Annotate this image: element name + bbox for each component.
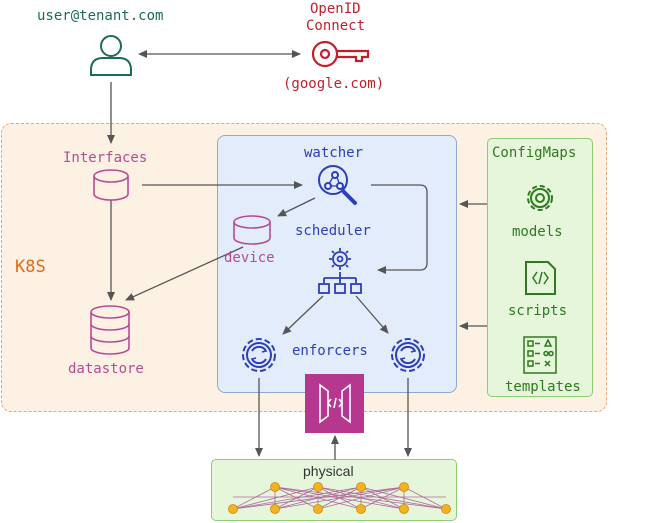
scripts-file-icon (525, 261, 556, 295)
configmaps-title: ConfigMaps (492, 145, 577, 161)
oidc-label-line1: OpenID (310, 1, 361, 17)
scheduler-enforcer-left-arrow (282, 295, 324, 335)
scripts-label: scripts (508, 303, 568, 319)
device-database-icon (233, 215, 271, 245)
scheduler-enforcer-right-arrow (355, 295, 389, 334)
physical-nodes (228, 482, 451, 514)
oidc-label-line2: Connect (306, 18, 366, 34)
leaf-node (228, 504, 238, 514)
leaf-node (441, 504, 451, 514)
oidc-provider-label: (google.com) (283, 76, 385, 92)
spine-node (356, 482, 366, 492)
models-label: models (512, 224, 563, 240)
datastore-label: datastore (68, 361, 144, 377)
watcher-device-arrow (277, 197, 316, 217)
scheduler-label: scheduler (295, 223, 371, 239)
device-label: device (224, 250, 275, 266)
enforcer-right-gear-icon (391, 338, 425, 372)
interfaces-database-icon (93, 169, 129, 201)
enforcers-label: enforcers (292, 343, 368, 359)
user-label: user@tenant.com (37, 8, 164, 24)
leaf-node (399, 504, 409, 514)
enforcer-left-gear-icon (242, 338, 276, 372)
watcher-scheduler-arrow (371, 184, 428, 274)
configmaps-box (487, 138, 593, 397)
scheduler-hierarchy-icon (318, 248, 362, 294)
watcher-search-icon (318, 165, 357, 205)
interfaces-label: Interfaces (63, 150, 148, 166)
k8s-label: K8S (15, 257, 46, 277)
key-icon (311, 40, 370, 68)
device-datastore-arrow (125, 246, 244, 301)
datastore-database-icon (90, 305, 130, 355)
templates-form-icon (523, 336, 557, 374)
models-gear-icon (527, 185, 553, 211)
physical-label: physical (303, 463, 354, 479)
leaf-node (270, 504, 280, 514)
spine-node (399, 482, 409, 492)
templates-label: templates (505, 379, 581, 395)
user-icon (90, 35, 132, 76)
leaf-node (313, 504, 323, 514)
spine-node (313, 482, 323, 492)
physical-mesh-lines (232, 486, 447, 510)
watcher-label: watcher (304, 145, 364, 161)
spine-node (270, 482, 280, 492)
leaf-node (356, 504, 366, 514)
firewall-code-icon (319, 383, 351, 424)
